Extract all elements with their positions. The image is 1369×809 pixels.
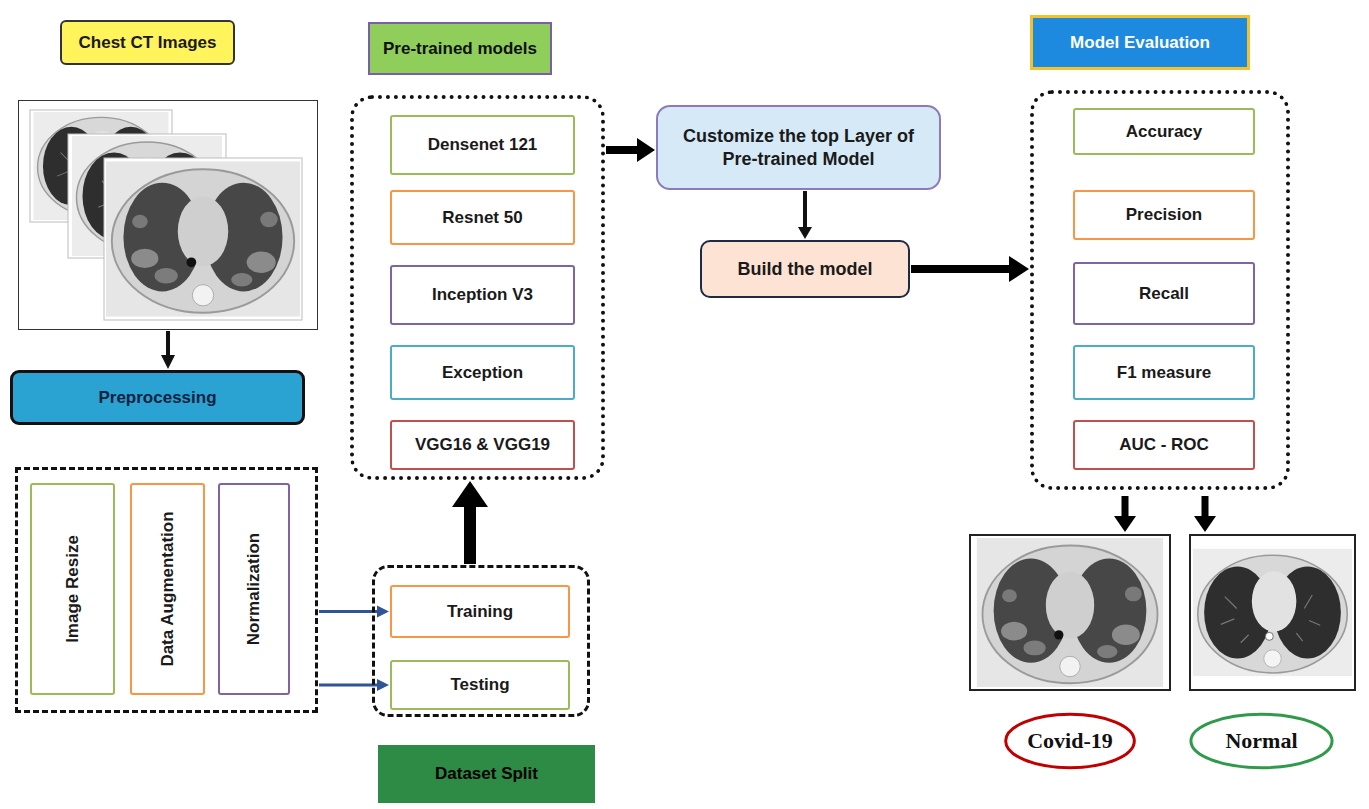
node-label: Inception V3 <box>432 284 533 305</box>
arrow-head <box>637 138 655 162</box>
class-label: Covid-19 <box>1003 712 1137 770</box>
text-group: Inception V3 <box>432 284 533 305</box>
model-group: Pre-trained modelsDensenet 121Resnet 50 I… <box>350 22 605 480</box>
text-group: Data Augmentation <box>157 511 178 666</box>
arrow-head <box>377 606 389 618</box>
text-group: F1 measure <box>1117 362 1212 383</box>
flow-arrow <box>911 256 1029 282</box>
split-box: Testing <box>390 660 570 710</box>
text-group: Chest CT Images <box>79 32 217 53</box>
node-label: Normal <box>1225 727 1297 755</box>
flow-arrow <box>319 679 389 691</box>
arrow-line <box>166 331 170 356</box>
flow-arrow <box>606 138 655 162</box>
metric-box: AUC - ROC <box>1073 420 1255 470</box>
image-panel: Chest CT Images <box>18 20 318 330</box>
flow-arrow <box>452 481 488 564</box>
node-label: Densenet 121 <box>428 134 538 155</box>
model-box: Exception <box>390 345 575 400</box>
arrow-line <box>319 684 378 687</box>
metric-box: Recall <box>1073 262 1255 325</box>
heading-box: Pre-trained models <box>368 22 552 75</box>
text-group: Normalization <box>243 533 264 645</box>
metric-box: Precision <box>1073 190 1255 240</box>
process-box: Build the model <box>700 240 910 298</box>
node-label: Covid-19 <box>1027 727 1113 755</box>
text-group: VGG16 & VGG19 <box>415 434 550 455</box>
heading-box: Dataset Split <box>378 745 595 803</box>
node-label: Training <box>447 601 513 622</box>
model-box: Densenet 121 <box>390 115 575 175</box>
flow-arrow <box>161 331 175 369</box>
text-group: Precision <box>1126 204 1203 225</box>
text-group: Densenet 121 <box>428 134 538 155</box>
text-group: Preprocessing <box>98 387 216 408</box>
text-group: Covid-19 <box>1027 727 1113 755</box>
arrow-line <box>803 191 807 228</box>
text-group: Pre-trained models <box>383 38 537 59</box>
text-group: Exception <box>442 362 523 383</box>
process-box: Customize the top Layer of Pre-trained M… <box>656 105 941 190</box>
node-label: Testing <box>450 674 509 695</box>
text-group: Normal <box>1225 727 1297 755</box>
node-label: Preprocessing <box>98 387 216 408</box>
node-label: Resnet 50 <box>442 207 522 228</box>
text-group: AUC - ROC <box>1119 434 1209 455</box>
step-box: Data Augmentation <box>130 483 205 695</box>
arrow-line <box>464 506 476 564</box>
node-label: Dataset Split <box>435 763 538 784</box>
node-label: Recall <box>1139 283 1189 304</box>
text-group: Testing <box>450 674 509 695</box>
dataset-split-group: Dataset Split TrainingTesting <box>372 565 595 803</box>
arrow-head <box>452 481 488 507</box>
arrow-line <box>911 265 1010 273</box>
model-box: Resnet 50 <box>390 190 575 245</box>
model-box: VGG16 & VGG19 <box>390 420 575 470</box>
node-label: Build the model <box>738 258 873 281</box>
flow-arrow <box>798 191 812 239</box>
metric-box: Accuracy <box>1073 108 1255 155</box>
node-label: Pre-trained models <box>383 38 537 59</box>
text-group: Model Evaluation <box>1070 32 1210 53</box>
arrow-line <box>319 610 378 613</box>
node-label: Data Augmentation <box>157 511 178 666</box>
text-group: Training <box>447 601 513 622</box>
text-group: Recall <box>1139 283 1189 304</box>
step-box: Normalization <box>218 483 290 695</box>
node-label: Precision <box>1126 204 1203 225</box>
arrow-head <box>161 355 175 369</box>
node-label: F1 measure <box>1117 362 1212 383</box>
evaluation-group: Model EvaluationAccuracyPrecisionRecallF… <box>1030 15 1290 490</box>
text-group: Customize the top Layer of Pre-trained M… <box>670 125 927 170</box>
step-box: Image Resize <box>30 483 115 695</box>
group-outline <box>18 100 318 330</box>
arrow-line <box>606 146 638 154</box>
arrow-head <box>377 679 389 691</box>
text-group: Image Resize <box>62 535 83 643</box>
node-label: Exception <box>442 362 523 383</box>
heading-box: Model Evaluation <box>1030 15 1250 70</box>
node-label: Model Evaluation <box>1070 32 1210 53</box>
node-label: Chest CT Images <box>79 32 217 53</box>
node-label: AUC - ROC <box>1119 434 1209 455</box>
heading-box: Chest CT Images <box>60 20 235 65</box>
text-group: Dataset Split <box>435 763 538 784</box>
node-label: Image Resize <box>62 535 83 643</box>
metric-box: F1 measure <box>1073 345 1255 400</box>
node-label: Accuracy <box>1126 121 1203 142</box>
node-label: Normalization <box>243 533 264 645</box>
arrow-head <box>1009 256 1029 282</box>
class-label: Normal <box>1188 712 1335 770</box>
node-label: Customize the top Layer of Pre-trained M… <box>670 125 927 170</box>
text-group: Build the model <box>738 258 873 281</box>
model-box: Inception V3 <box>390 265 575 325</box>
text-group: Accuracy <box>1126 121 1203 142</box>
arrow-head <box>798 227 812 239</box>
split-box: Training <box>390 585 570 638</box>
heading-box: Preprocessing <box>10 370 305 425</box>
node-label: VGG16 & VGG19 <box>415 434 550 455</box>
text-group: Resnet 50 <box>442 207 522 228</box>
preprocessing-group: PreprocessingImage Resize Data Augmentati… <box>10 370 318 713</box>
flow-arrow <box>319 606 389 618</box>
